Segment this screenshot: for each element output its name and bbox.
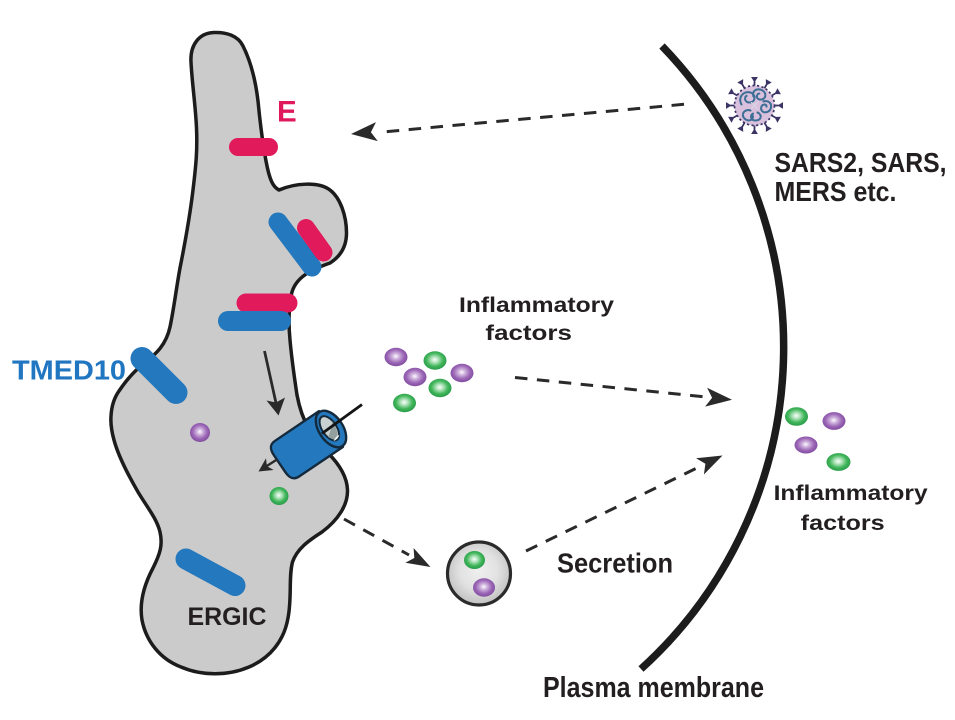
svg-text:Plasma membrane: Plasma membrane [543, 672, 764, 704]
svg-text:factors: factors [485, 321, 572, 345]
svg-text:Secretion: Secretion [557, 548, 673, 579]
svg-text:factors: factors [801, 511, 885, 535]
svg-text:Inflammatory: Inflammatory [774, 481, 928, 505]
svg-text:ERGIC: ERGIC [188, 603, 267, 631]
svg-text:TMED10: TMED10 [12, 355, 126, 386]
svg-text:E: E [277, 96, 297, 129]
svg-text:SARS2, SARS,: SARS2, SARS, [775, 147, 947, 178]
svg-text:Inflammatory: Inflammatory [459, 293, 614, 317]
svg-text:MERS etc.: MERS etc. [775, 176, 897, 207]
